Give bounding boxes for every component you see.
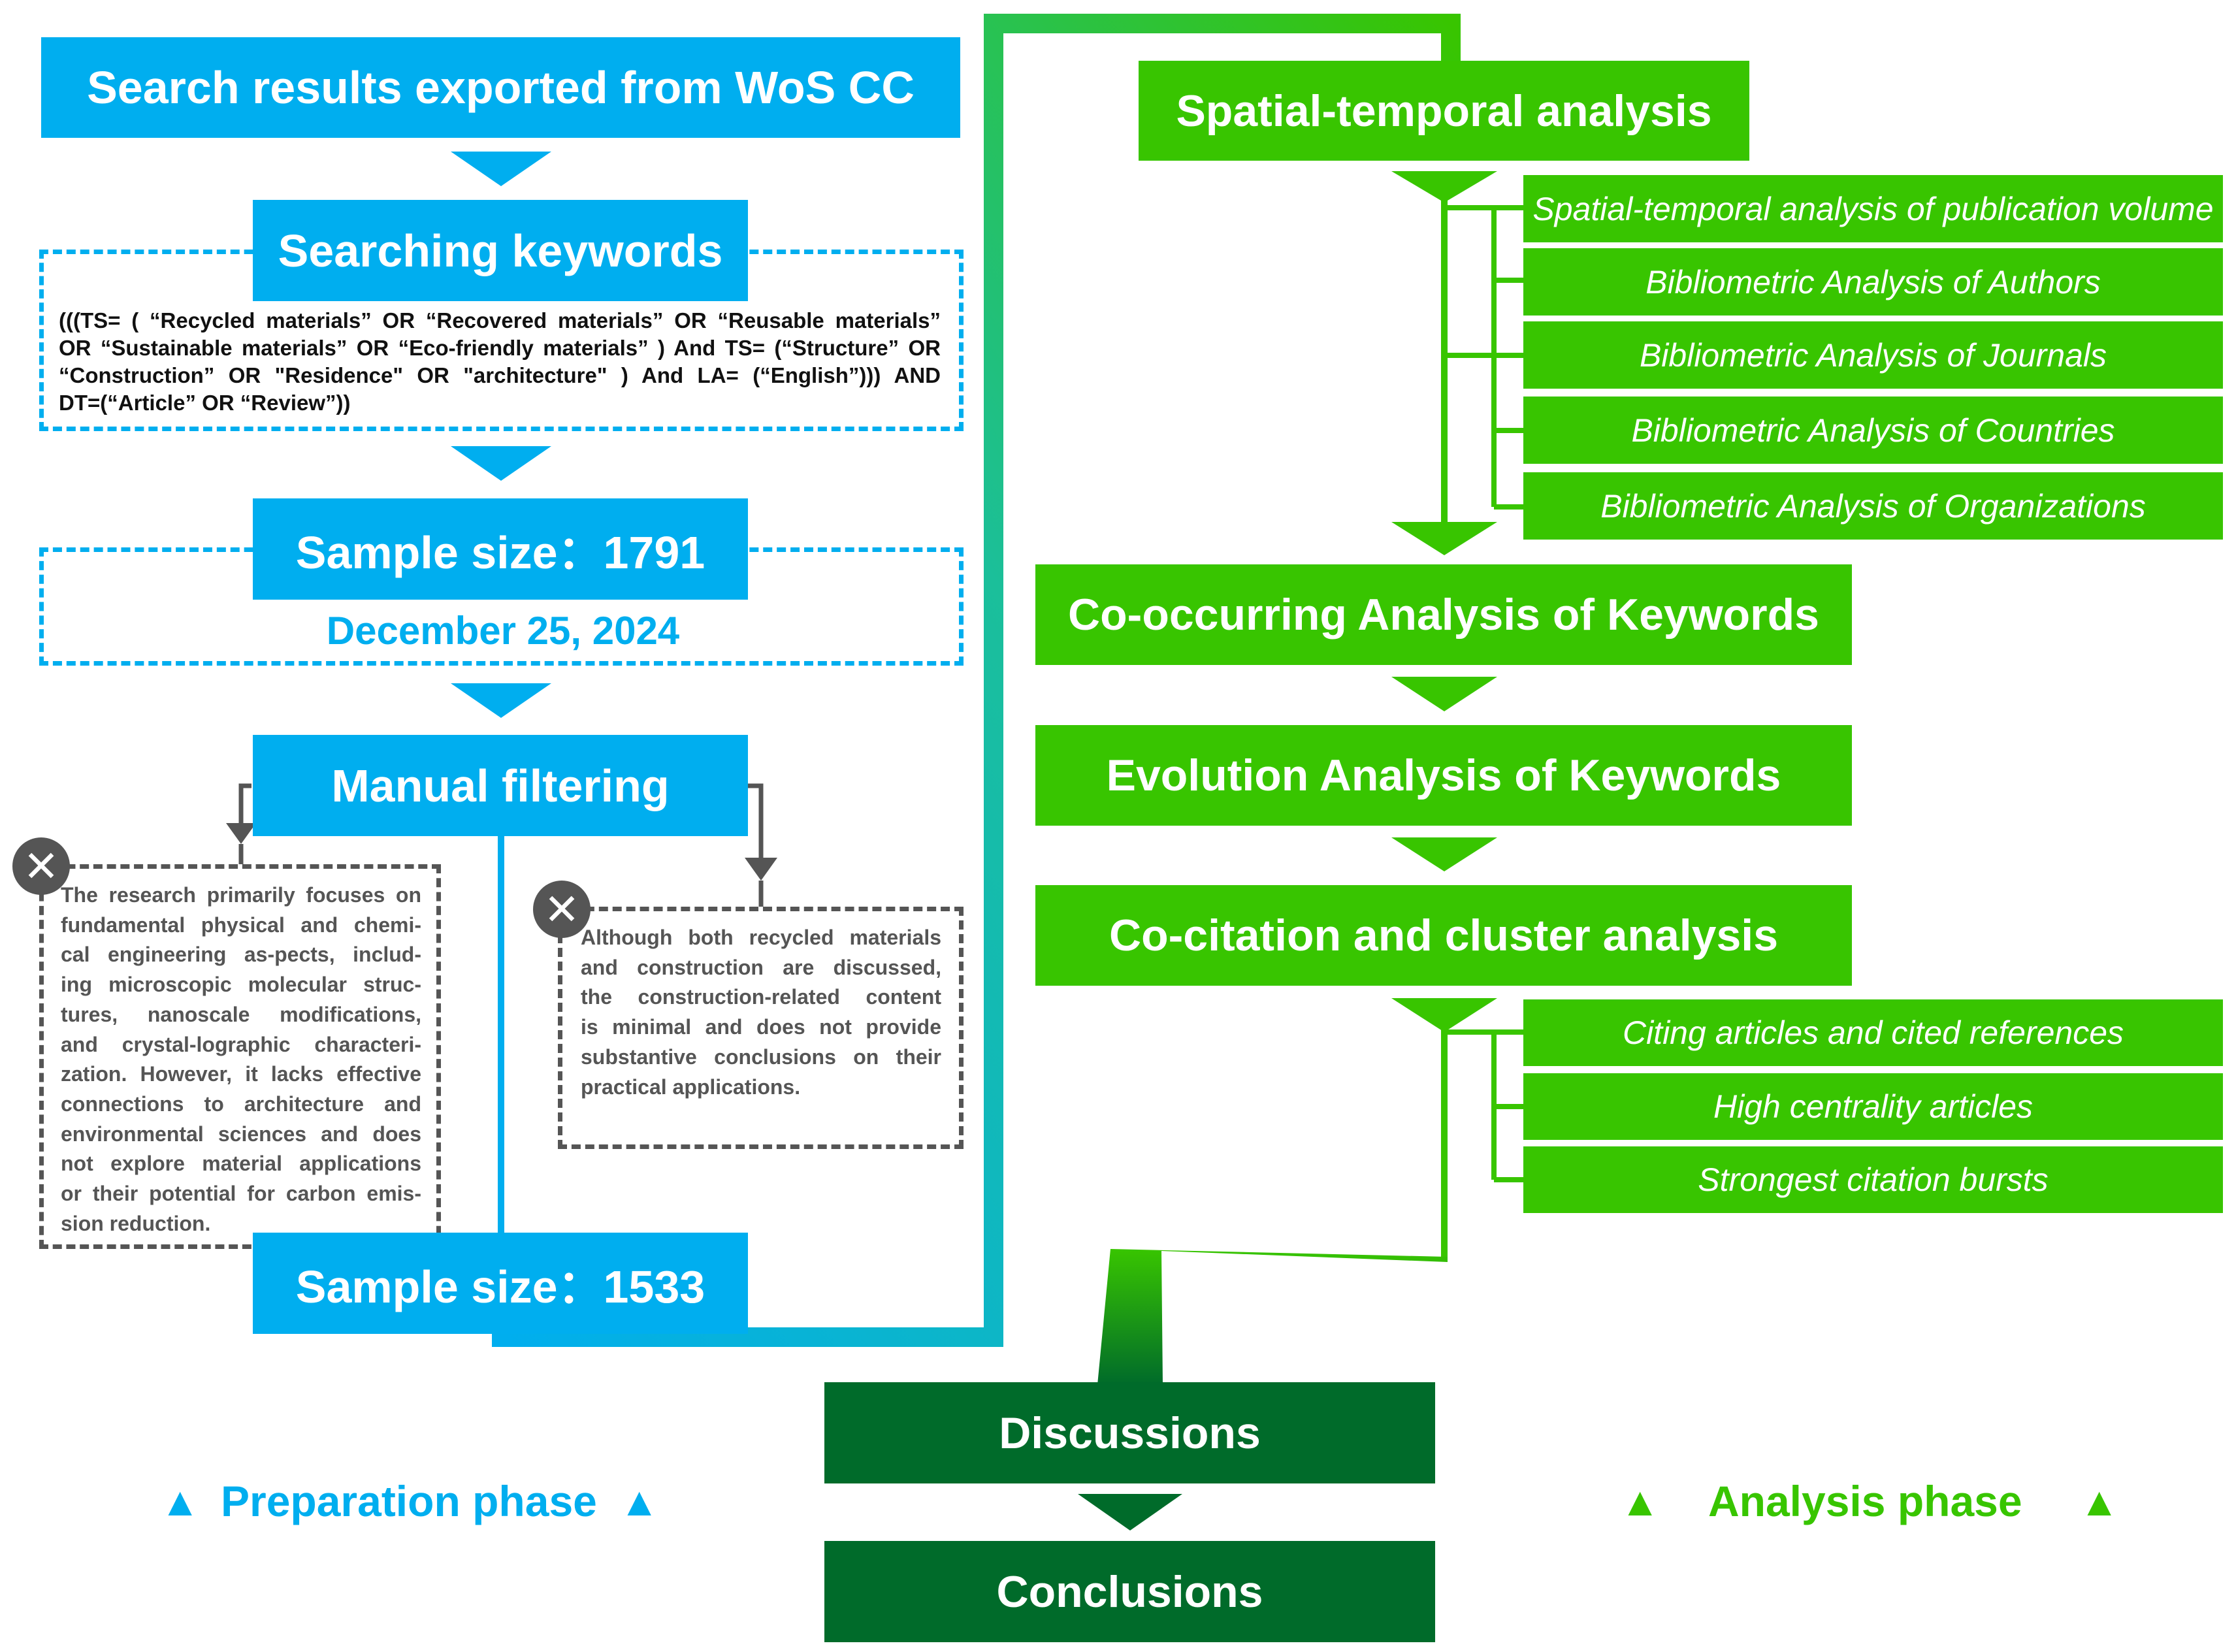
spatial-item: Bibliometric Analysis of Authors [1523,248,2223,316]
note-line: practical applications. [581,1075,801,1099]
note-line: environmental sciences and does [61,1122,421,1146]
exclusion-text-left: The research primarily focuses on fundam… [61,881,421,1239]
funnel-connector [1097,1249,1448,1385]
triangle-marker-icon: ▲ [1620,1480,1661,1525]
search-query: (((TS= ( “Recycled materials” OR “Recove… [59,307,941,417]
discussions-box: Discussions [824,1382,1435,1483]
arrow-down [1391,998,1497,1032]
spatial-item: Bibliometric Analysis of Journals [1523,321,2223,389]
note-line: ing microscopic molecular struc- [61,973,421,997]
keywords-box: Searching keywords [253,200,748,301]
co-citation-item: Citing articles and cited references [1523,999,2223,1066]
note-line: zation. However, it lacks effective [61,1062,421,1086]
triangle-marker-icon: ▲ [2079,1480,2120,1525]
arrow-down [1391,837,1497,871]
note-line: or their potential for carbon emis- [61,1182,421,1206]
spatial-item: Bibliometric Analysis of Countries [1523,397,2223,464]
manual-filtering-box: Manual filtering [253,735,748,836]
note-line: the construction-related content [581,985,941,1009]
arrow-down [1391,677,1497,711]
co-citation-box: Co-citation and cluster analysis [1035,885,1852,986]
arrow-down [745,858,777,881]
arrow-down [451,683,551,718]
note-line: fundamental physical and chemi- [61,913,421,937]
note-line: tures, nanoscale modifications, [61,1002,421,1026]
note-line: cal engineering as-pects, includ- [61,943,421,967]
co-citation-item: Strongest citation bursts [1523,1146,2223,1213]
triangle-marker-icon: ▲ [160,1480,201,1525]
arrow-down [1078,1494,1182,1531]
exclusion-box-right [558,907,964,1149]
exclusion-text-right: Although both recycled materials and con… [581,923,941,1102]
exclusion-box-left [39,864,441,1249]
arrow-down [1391,522,1497,555]
note-line: and crystal-lographic characteri- [61,1032,421,1056]
arrow-down [451,446,551,481]
query-line: “Construction” OR "Residence" OR "archit… [59,363,941,387]
sample-size-1791-box: Sample size：1791 [253,498,748,600]
preparation-phase-label: Preparation phase [221,1477,597,1525]
query-line: DT=(“Article” OR “Review”)) [59,391,351,415]
note-line: is minimal and does not provide [581,1015,941,1039]
note-line: and construction are discussed, [581,955,941,979]
query-line: (((TS= ( “Recycled materials” OR “Recove… [59,308,941,332]
spatial-item: Spatial-temporal analysis of publication… [1523,175,2223,242]
phase-bridge [492,14,1461,1347]
query-line: OR “Sustainable materials” OR “Eco-frien… [59,336,941,360]
close-icon: ✕ [533,881,591,938]
note-line: not explore material applications [61,1152,421,1176]
conclusions-box: Conclusions [824,1541,1435,1642]
search-date: December 25, 2024 [326,608,680,653]
arrow-down [1391,171,1497,202]
export-box: Search results exported from WoS CC [41,37,960,138]
exclusion-connector-right [748,783,764,864]
note-line: Although both recycled materials [581,926,941,949]
note-line: connections to architecture and [61,1092,421,1116]
triangle-marker-icon: ▲ [619,1480,660,1525]
exclusion-connector-left [238,783,251,836]
arrow-down [226,823,256,844]
analysis-phase-label: Analysis phase [1708,1477,2022,1525]
evolution-box: Evolution Analysis of Keywords [1035,725,1852,826]
close-icon: ✕ [12,837,70,895]
note-line: sion reduction. [61,1211,211,1235]
co-occurring-box: Co-occurring Analysis of Keywords [1035,564,1852,665]
note-line: substantive conclusions on their [581,1045,941,1069]
sample-size-1533-box: Sample size：1533 [253,1233,748,1334]
spatial-temporal-box: Spatial-temporal analysis [1139,61,1749,161]
co-citation-item: High centrality articles [1523,1073,2223,1140]
note-line: The research primarily focuses on [61,883,421,907]
spatial-item: Bibliometric Analysis of Organizations [1523,472,2223,540]
arrow-down [451,152,551,186]
